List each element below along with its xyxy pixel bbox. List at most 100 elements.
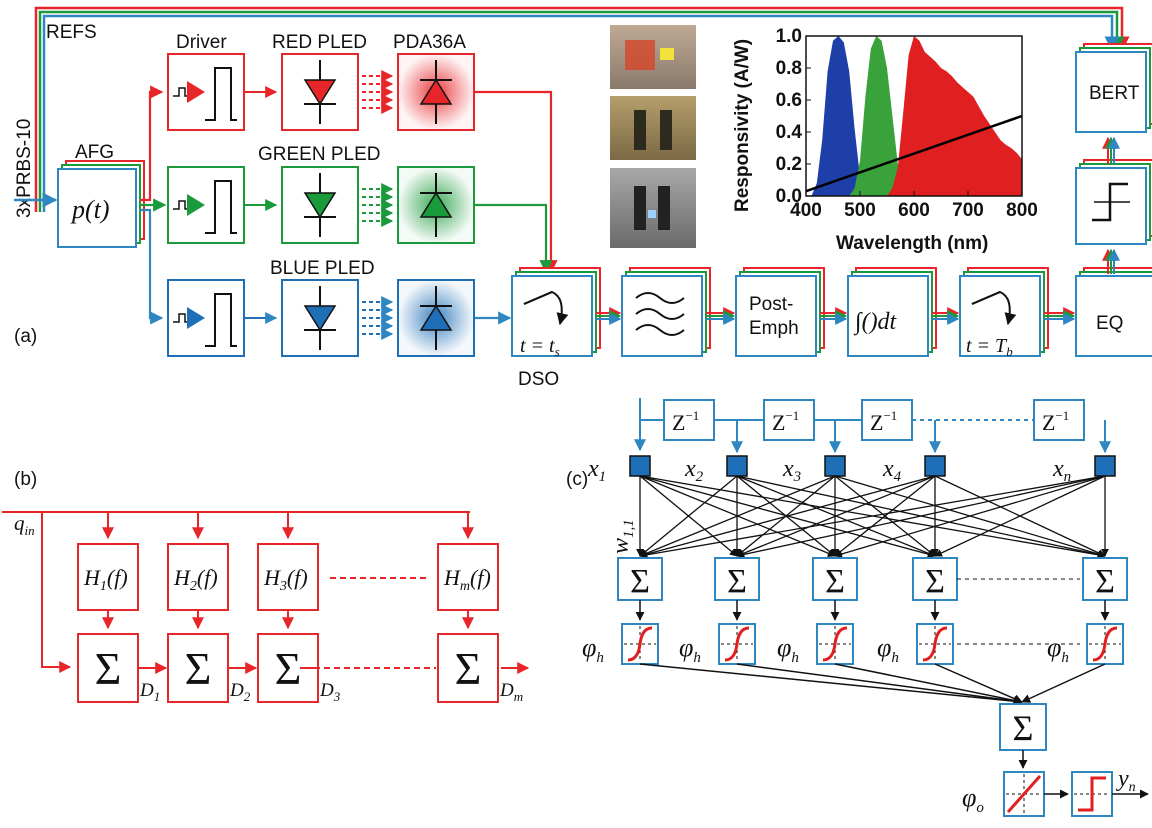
afg-symbol: p(t) — [70, 195, 110, 224]
refs-feedback-lines — [34, 6, 1130, 212]
red-pled-block — [281, 53, 359, 131]
panel-c-tag: (c) — [566, 469, 588, 490]
dso-label: DSO — [518, 369, 559, 390]
hidden-activation-label: φh — [777, 633, 799, 666]
x-tick-label: 700 — [952, 200, 984, 221]
blue-pled-label: BLUE PLED — [270, 258, 375, 279]
x-tick-label: 600 — [898, 200, 930, 221]
bert-label: BERT — [1089, 83, 1140, 104]
filter-block — [257, 543, 319, 611]
filter-bank-block — [621, 267, 711, 357]
delay-output-label: D1 — [139, 680, 160, 704]
qin-label: qin — [14, 511, 35, 538]
sum-symbol: Σ — [1095, 563, 1115, 600]
hidden-activation-label: φh — [877, 633, 899, 666]
hidden-activation-label: φh — [679, 633, 701, 666]
input-label: xn — [1052, 456, 1071, 485]
hidden-sum-block — [617, 557, 663, 601]
integrator-block — [847, 267, 937, 357]
sigmoid-icon — [1092, 626, 1118, 662]
filter-label: H3(f) — [263, 565, 308, 594]
delay-label: Z−1 — [672, 408, 699, 435]
delay-block — [861, 399, 913, 441]
diode-icon — [303, 305, 337, 332]
sum-symbol: Σ — [825, 563, 845, 600]
sampler-switch-icon — [523, 290, 569, 326]
green-pd-to-dso — [475, 203, 553, 274]
delay-block — [663, 399, 715, 441]
photodiode-icon — [419, 191, 453, 218]
hidden-sum-block — [1082, 557, 1128, 601]
refs-label: REFS — [46, 22, 97, 43]
blue-driver-icon — [187, 307, 205, 329]
hidden-activation-label: φh — [1047, 633, 1069, 666]
filter-block — [77, 543, 139, 611]
responsivity-line — [805, 114, 1023, 193]
panel-a-tag: (a) — [14, 326, 37, 347]
processing-chain — [511, 43, 1152, 357]
prbs-label: 3xPRBS-10 — [14, 119, 35, 218]
delay-output-label: D3 — [319, 680, 341, 704]
afg-to-red-driver — [140, 85, 164, 202]
x-tick-label: 400 — [790, 200, 822, 221]
bit-sample-eq: t = Tb — [966, 335, 1013, 359]
sum-block — [77, 633, 139, 703]
chart-xlabel: Wavelength (nm) — [836, 233, 988, 254]
y-tick-label: 1.0 — [776, 26, 802, 47]
pulse-icon — [205, 180, 237, 234]
green-driver-block — [167, 166, 245, 244]
afg-to-blue-driver — [140, 208, 164, 325]
sum-symbol: Σ — [455, 643, 482, 694]
filter-label: H1(f) — [83, 565, 128, 594]
step-icon — [1078, 776, 1106, 812]
bert-block — [1075, 43, 1152, 133]
delay-block — [763, 399, 815, 441]
filter-block — [167, 543, 229, 611]
filter-block — [437, 543, 499, 611]
bit-sampler-block — [959, 267, 1049, 357]
photo-green-device — [610, 96, 696, 160]
delay-label: Z−1 — [1042, 408, 1069, 435]
filter-wave-icon — [635, 292, 685, 304]
dso-sampler-block — [511, 267, 601, 357]
red-pled-label: RED PLED — [272, 32, 367, 53]
filter-label: H2(f) — [173, 565, 218, 594]
sum-symbol: Σ — [1013, 708, 1034, 748]
delay-block — [1033, 399, 1085, 441]
input-node — [824, 455, 846, 477]
sum-symbol: Σ — [727, 563, 747, 600]
input-label: x2 — [684, 456, 704, 485]
integrator-label: ∫()dt — [853, 309, 898, 336]
green-driver-icon — [187, 194, 205, 216]
linear-icon — [1006, 775, 1042, 813]
delay-label: Z−1 — [870, 408, 897, 435]
pd-label: PDA36A — [393, 32, 466, 53]
sigmoid-icon — [627, 626, 653, 662]
filter-label: Hm(f) — [443, 565, 491, 594]
sigmoid-icon — [724, 626, 750, 662]
input-label: x3 — [782, 456, 801, 485]
photodiode-icon — [419, 78, 453, 105]
red-photodiode-block — [397, 53, 475, 131]
eq-label: EQ — [1096, 313, 1123, 334]
sampler-switch-icon — [971, 290, 1017, 326]
sum-block — [167, 633, 229, 703]
green-pled-block — [281, 166, 359, 244]
output-activation-label: φo — [962, 783, 984, 816]
y-tick-label: 0.0 — [776, 186, 802, 207]
red-driver-block — [167, 53, 245, 131]
input-node — [1094, 455, 1116, 477]
output-label: yn — [1116, 766, 1136, 795]
equalizer-block — [1075, 267, 1152, 357]
filter-wave-icon — [635, 308, 685, 320]
spectrum-area — [849, 36, 909, 196]
spectrum-area — [887, 36, 1022, 196]
x-tick-label: 800 — [1006, 200, 1038, 221]
x-tick-label: 500 — [844, 200, 876, 221]
sum-symbol: Σ — [95, 643, 122, 694]
output-sum-block — [999, 703, 1047, 751]
afg-block — [57, 160, 145, 248]
